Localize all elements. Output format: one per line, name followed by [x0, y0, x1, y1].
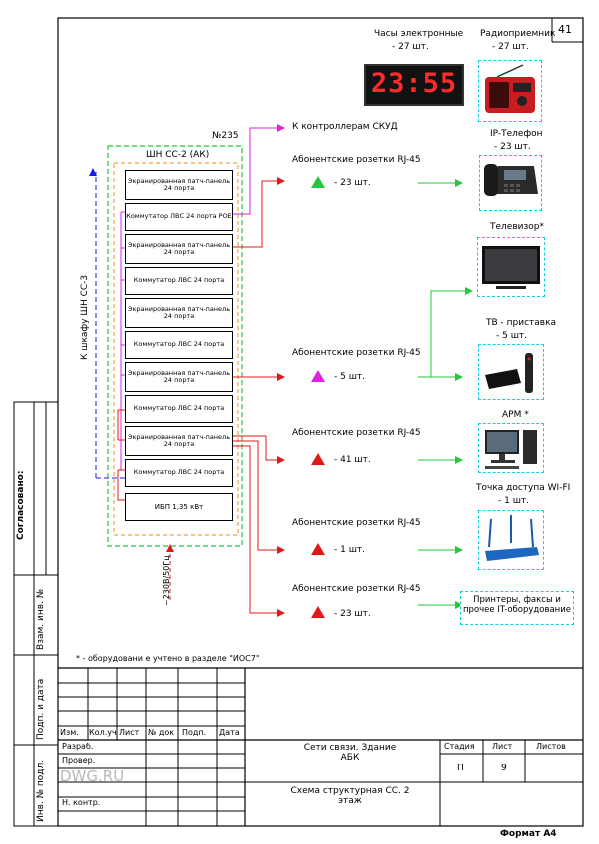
- rack-unit-switch: Коммутатор ЛВС 24 порта: [125, 395, 233, 423]
- rack-unit-switch-poe: Коммутатор ЛВС 24 порта POE: [125, 203, 233, 231]
- arm-title: АРМ *: [502, 410, 529, 420]
- wifi-count: - 1 шт.: [498, 496, 530, 506]
- stb-title: ТВ - приставка: [486, 318, 557, 328]
- digital-clock-icon: 23:55: [364, 64, 464, 106]
- tb-role: Провер.: [62, 757, 96, 765]
- skud-label: К контроллерам СКУД: [292, 122, 398, 132]
- tv-icon: [477, 237, 545, 297]
- uplink-label: К шкафу ШН СС-3: [80, 274, 90, 360]
- socket-group-label: Абонентские розетки RJ-45: [292, 428, 421, 438]
- workstation-icon: [478, 423, 544, 473]
- ip-phone-icon: [479, 155, 542, 211]
- radio-title: Радиоприемник: [480, 29, 556, 39]
- socket-triangle-icon: [311, 370, 325, 382]
- rack-unit-switch: Коммутатор ЛВС 24 порта: [125, 267, 233, 295]
- tb-header: Изм.: [60, 729, 79, 737]
- tb-drawing: Схема структурная СС. 2 этаж: [290, 786, 410, 807]
- socket-group-label: Абонентские розетки RJ-45: [292, 584, 421, 594]
- rack-unit-patch-panel: Экранированная патч-панель 24 порта: [125, 170, 233, 200]
- tb-header: № док: [148, 729, 175, 737]
- clock-count: - 27 шт.: [392, 42, 429, 52]
- tb-sheet: 9: [501, 764, 507, 773]
- socket-triangle-icon: [311, 176, 325, 188]
- tb-stage: П: [457, 764, 464, 773]
- socket-group-label: Абонентские розетки RJ-45: [292, 155, 421, 165]
- tv-title: Телевизор*: [490, 222, 544, 232]
- radio-count: - 27 шт.: [492, 42, 529, 52]
- sheet-number: 41: [558, 23, 572, 36]
- socket-count: - 5 шт.: [334, 372, 366, 382]
- rack-unit-patch-panel: Экранированная патч-панель 24 порта: [125, 298, 233, 328]
- set-top-box-icon: [478, 344, 544, 400]
- tb-sheets-header: Листов: [536, 743, 566, 751]
- rack-unit-patch-panel: Экранированная патч-панель 24 порта: [125, 362, 233, 392]
- socket-count: - 1 шт.: [334, 545, 366, 555]
- footnote: * - оборудовани е учтено в разделе "ИОС7…: [76, 654, 260, 663]
- rack-unit-patch-panel: Экранированная патч-панель 24 порта: [125, 426, 233, 456]
- agreed-label: Согласовано:: [16, 470, 26, 540]
- cabinet-label: ШН СС-2 (АК): [146, 150, 210, 160]
- rack-unit-ups: ИБП 1,35 кВт: [125, 493, 233, 521]
- format-label: Формат А4: [500, 829, 557, 839]
- tb-sheet-header: Лист: [492, 743, 513, 751]
- rack-unit-switch: Коммутатор ЛВС 24 порта: [125, 459, 233, 487]
- watermark: DWG.RU: [60, 767, 125, 785]
- tb-stage-header: Стадия: [444, 743, 475, 751]
- inv-replace-label: Взам. инв. №: [36, 588, 46, 650]
- cabinet-number: №235: [212, 131, 239, 141]
- socket-group-label: Абонентские розетки RJ-45: [292, 518, 421, 528]
- socket-group-label: Абонентские розетки RJ-45: [292, 348, 421, 358]
- wifi-title: Точка доступа WI-FI: [476, 483, 571, 493]
- socket-count: - 41 шт.: [334, 455, 371, 465]
- margin-block: [13, 401, 59, 827]
- socket-triangle-icon: [311, 543, 325, 555]
- printers-title: Принтеры, факсы и прочее IT-оборудование: [463, 595, 571, 615]
- wifi-router-icon: [478, 510, 544, 570]
- tb-role: Разраб.: [62, 743, 94, 751]
- socket-triangle-icon: [311, 453, 325, 465]
- tb-header: Лист: [119, 729, 140, 737]
- socket-count: - 23 шт.: [334, 609, 371, 619]
- tb-header: Кол.уч: [89, 729, 117, 737]
- radio-icon: [478, 60, 542, 122]
- inv-original-label: Инв. № подл.: [36, 759, 46, 822]
- tb-header: Подп.: [182, 729, 207, 737]
- stb-count: - 5 шт.: [496, 331, 528, 341]
- sign-date-label: Подп. и дата: [36, 678, 46, 740]
- rack-unit-switch: Коммутатор ЛВС 24 порта: [125, 331, 233, 359]
- phone-count: - 23 шт.: [494, 142, 531, 152]
- tb-role: Н. контр.: [62, 799, 101, 807]
- tb-project: Сети связи. Здание АБК: [303, 743, 397, 764]
- phone-title: IP-Телефон: [490, 129, 543, 139]
- tb-header: Дата: [219, 729, 240, 737]
- rack-unit-patch-panel: Экранированная патч-панель 24 порта: [125, 234, 233, 264]
- clock-title: Часы электронные: [374, 29, 464, 39]
- socket-triangle-icon: [311, 606, 325, 618]
- socket-count: - 23 шт.: [334, 178, 371, 188]
- printers-box: Принтеры, факсы и прочее IT-оборудование: [460, 591, 574, 625]
- power-label: ~230В/50Гц: [162, 555, 171, 606]
